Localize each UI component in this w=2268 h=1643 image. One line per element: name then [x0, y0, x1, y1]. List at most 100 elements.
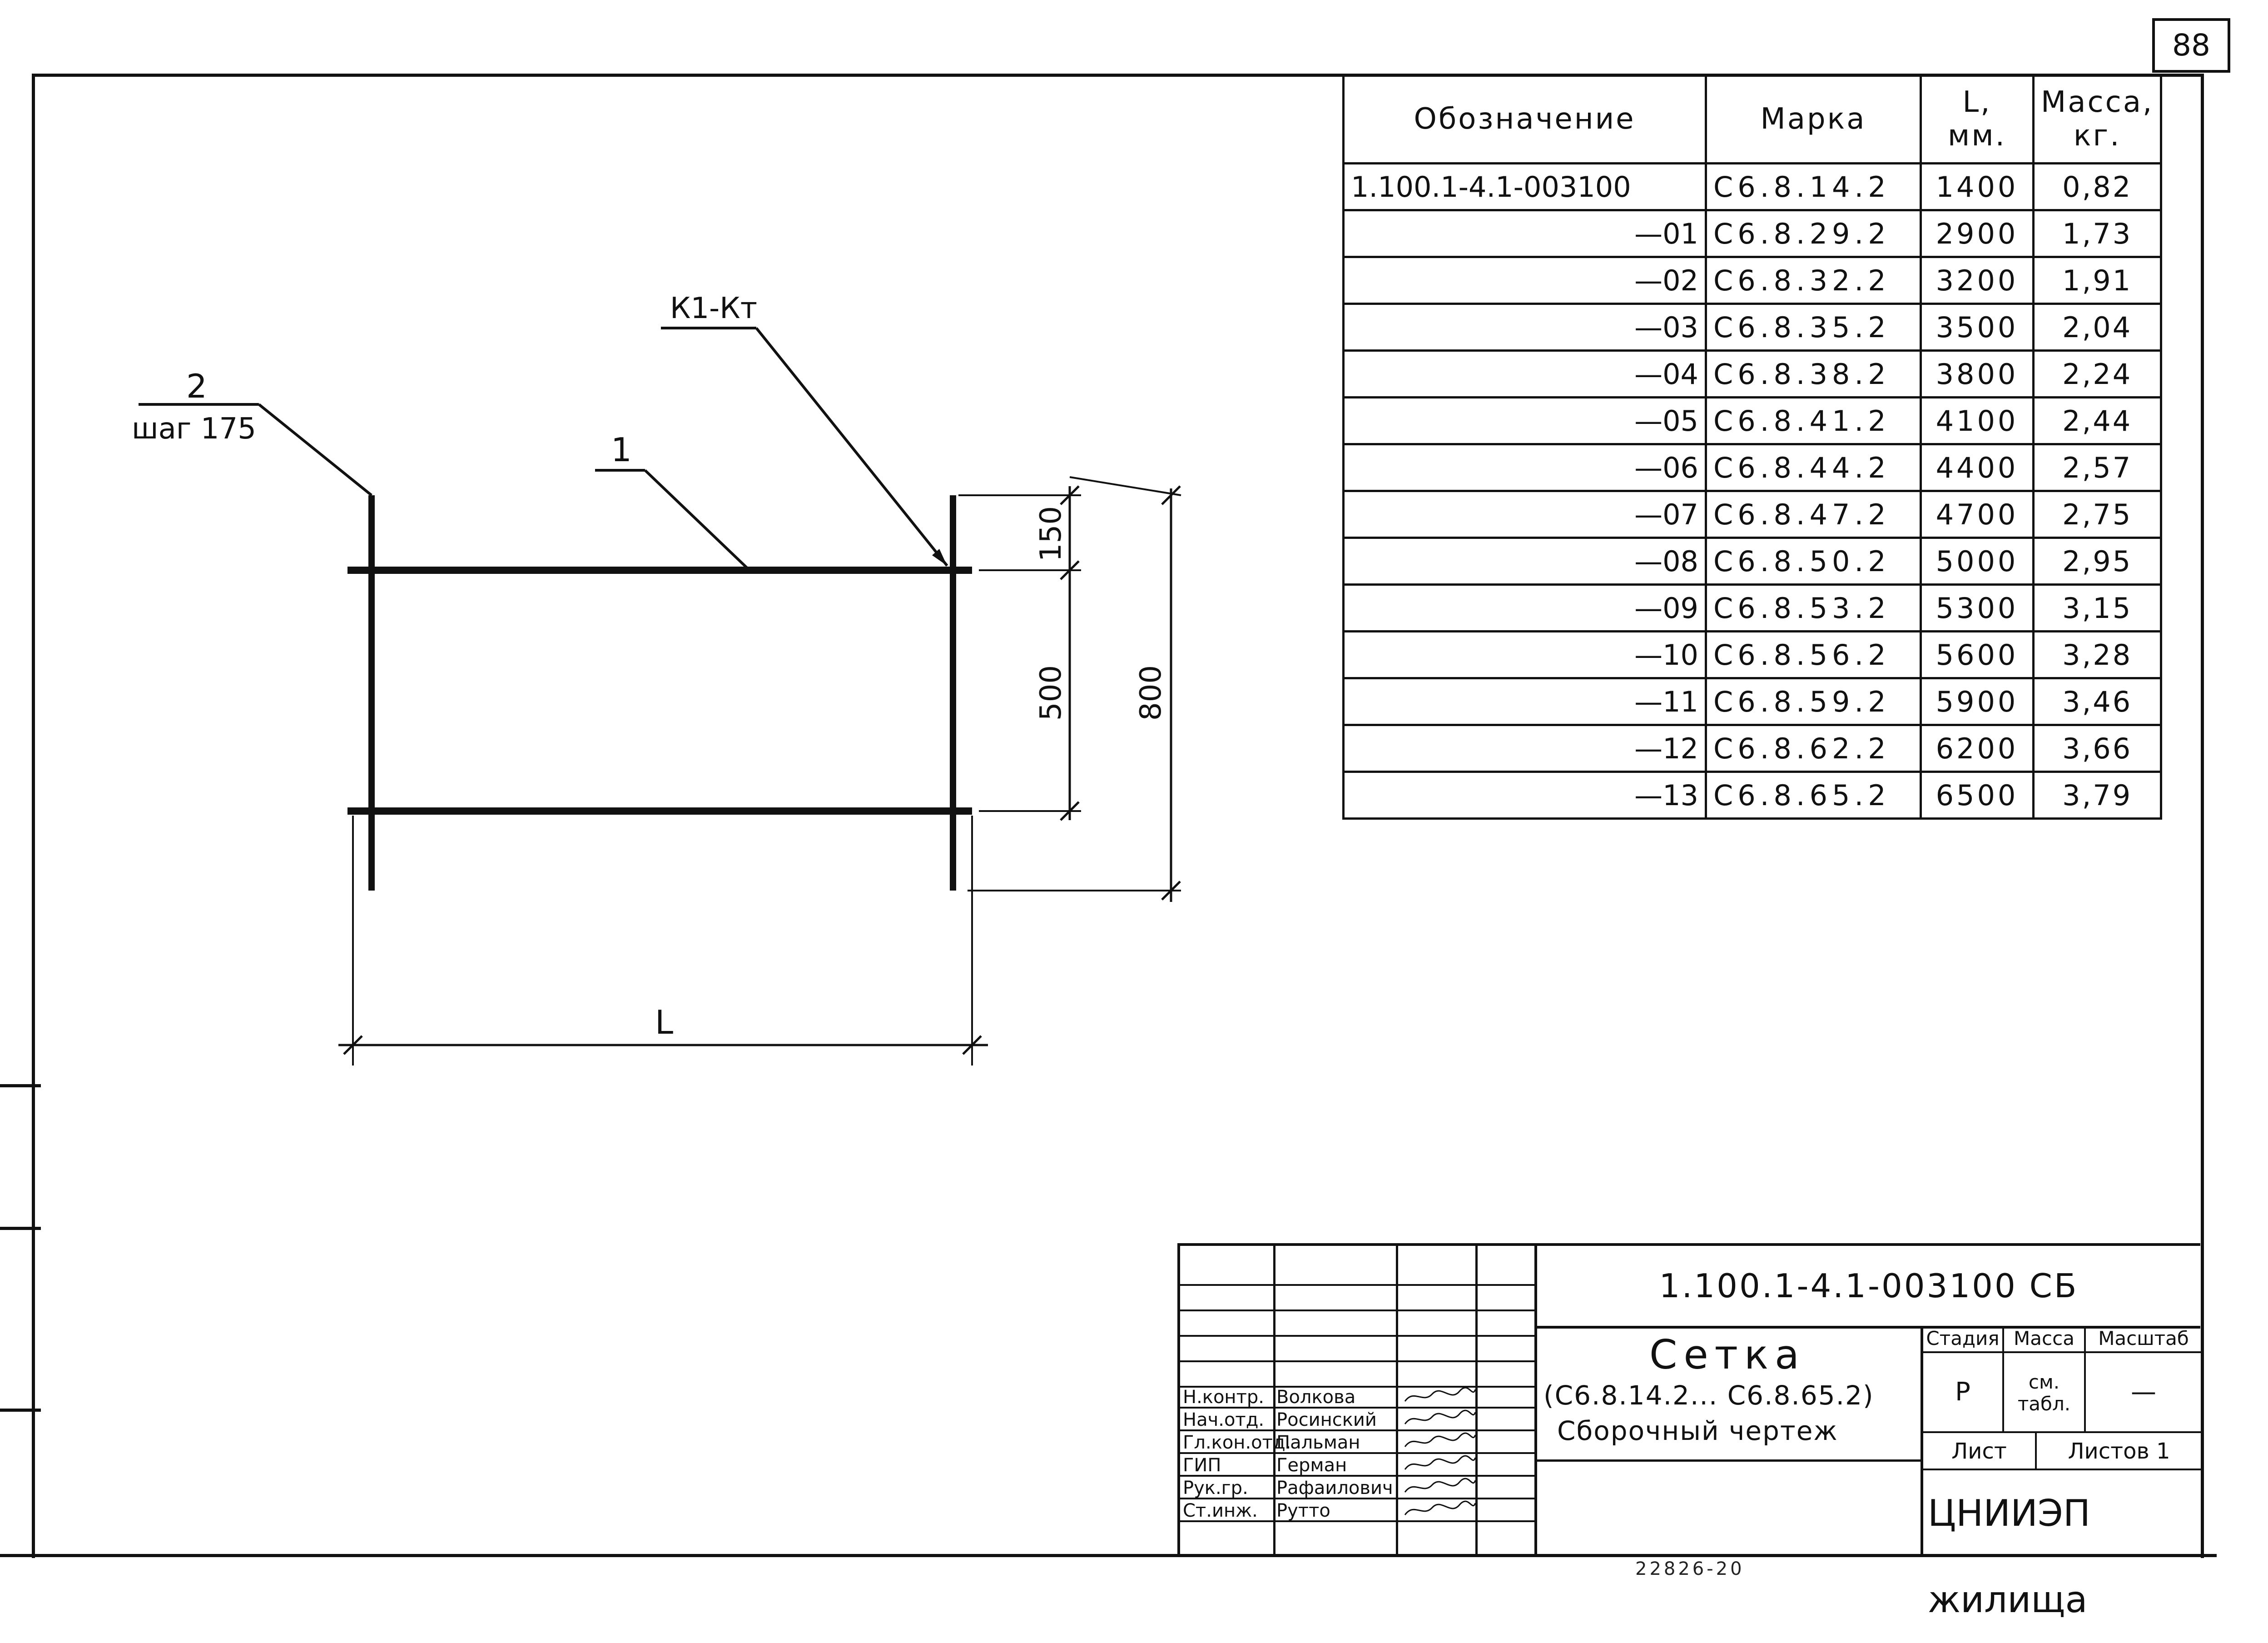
dimension-tick	[343, 1035, 363, 1055]
staff-row: Нач.отд. Росинский	[1180, 1409, 1534, 1431]
staff-role: Нач.отд.	[1183, 1409, 1265, 1430]
staff-name: Росинский	[1276, 1409, 1377, 1430]
signature	[1404, 1500, 1476, 1515]
cell-designation: —10	[1342, 630, 1707, 679]
table-header-row: Обозначение Марка L, мм. Масса, кг.	[1342, 74, 2163, 164]
leader-line-pos1	[644, 469, 751, 572]
cell-designation: —06	[1342, 443, 1707, 492]
title-area: Сетка (С6.8.14.2... С6.8.65.2) Сборочный…	[1543, 1332, 1911, 1449]
dimension-tick	[1161, 485, 1181, 505]
cell-mass: 2,24	[2032, 349, 2163, 398]
signature	[1404, 1409, 1476, 1424]
column-header-mark: Марка	[1705, 74, 1922, 164]
staff-name: Волкова	[1276, 1387, 1356, 1408]
cell-designation: —07	[1342, 490, 1707, 539]
grid-line	[1273, 1246, 1275, 1557]
title-block-divider	[1534, 1246, 1537, 1557]
cell-mass: 3,46	[2032, 677, 2163, 726]
dimension-tick	[1060, 801, 1080, 821]
grid-line	[1180, 1407, 1534, 1409]
grid-line	[1180, 1335, 1534, 1337]
staff-role: Гл.кон.отд.	[1183, 1432, 1291, 1453]
cell-mark: С6.8.44.2	[1705, 443, 1922, 492]
staff-row: Рук.гр.Рафаилович	[1180, 1477, 1534, 1499]
document-subtitle: (С6.8.14.2... С6.8.65.2)	[1543, 1380, 1874, 1411]
callout-position-1: 1	[611, 431, 632, 469]
cell-designation: —04	[1342, 349, 1707, 398]
extension-line-800-top	[1069, 476, 1181, 496]
dimension-label-150: 150	[1034, 506, 1068, 562]
cell-mass: 3,79	[2032, 771, 2163, 820]
dimension-tick	[1161, 881, 1181, 901]
grid-line	[1180, 1360, 1534, 1362]
cell-mark: С6.8.41.2	[1705, 396, 1922, 445]
grid-line	[1180, 1284, 1534, 1286]
cell-designation: —05	[1342, 396, 1707, 445]
grid-line	[1180, 1498, 1534, 1499]
dimension-tick	[1060, 485, 1080, 505]
callout-weld-mark: К1-Кт	[670, 292, 757, 325]
grid-line	[1180, 1429, 1534, 1431]
cell-mass: 2,95	[2032, 537, 2163, 586]
cell-mark: С6.8.56.2	[1705, 630, 1922, 679]
staff-row: Ст.инж.Рутто	[1180, 1499, 1534, 1522]
leader-line-pos2	[258, 403, 372, 497]
cell-mark: С6.8.59.2	[1705, 677, 1922, 726]
cell-mass: 1,91	[2032, 256, 2163, 305]
cell-designation: —12	[1342, 724, 1707, 773]
cell-length: 5300	[1920, 583, 2035, 632]
cell-mass: 1,73	[2032, 209, 2163, 258]
cell-mark: С6.8.29.2	[1705, 209, 1922, 258]
signature	[1404, 1455, 1476, 1470]
dimension-label-L: L	[655, 1003, 673, 1041]
grid-line	[1180, 1309, 1534, 1311]
cell-length: 3800	[1920, 349, 2035, 398]
dimension-label-800: 800	[1134, 665, 1168, 721]
scale-value: —	[2086, 1353, 2203, 1433]
staff-role: ГИП	[1183, 1455, 1221, 1476]
arrowhead-weld	[932, 549, 947, 566]
staff-name: Пальман	[1276, 1432, 1360, 1453]
cell-designation: 1.100.1-4.1-003100	[1342, 162, 1707, 211]
callout-position-2: 2	[186, 367, 207, 405]
dimension-tick	[1060, 560, 1080, 580]
cell-length: 4700	[1920, 490, 2035, 539]
cell-length: 5600	[1920, 630, 2035, 679]
scale-label: Масштаб	[2086, 1326, 2203, 1353]
signature	[1404, 1478, 1476, 1493]
staff-role: Н.контр.	[1183, 1387, 1264, 1408]
specification-table: Обозначение Марка L, мм. Масса, кг. 1.10…	[1342, 74, 2163, 820]
signature	[1404, 1432, 1476, 1447]
staff-row: Гл.кон.отд.Пальман	[1180, 1431, 1534, 1454]
grid-line	[1180, 1452, 1534, 1454]
cell-designation: —02	[1342, 256, 1707, 305]
column-header-mass: Масса, кг.	[2032, 74, 2163, 164]
cell-mark: С6.8.65.2	[1705, 771, 1922, 820]
staff-role: Рук.гр.	[1183, 1478, 1248, 1499]
cell-mass: 0,82	[2032, 162, 2163, 211]
sheets-count: Листов 1	[2037, 1433, 2203, 1470]
edge-mark	[0, 1084, 41, 1087]
cell-designation: —09	[1342, 583, 1707, 632]
stage-value: Р	[1923, 1353, 2004, 1433]
column-header-designation: Обозначение	[1342, 74, 1707, 164]
signature	[1404, 1387, 1476, 1402]
mass-label: Масса	[2004, 1326, 2086, 1353]
cell-length: 6500	[1920, 771, 2035, 820]
cell-mass: 3,28	[2032, 630, 2163, 679]
grid-line	[1180, 1386, 1534, 1388]
cell-designation: —08	[1342, 537, 1707, 586]
